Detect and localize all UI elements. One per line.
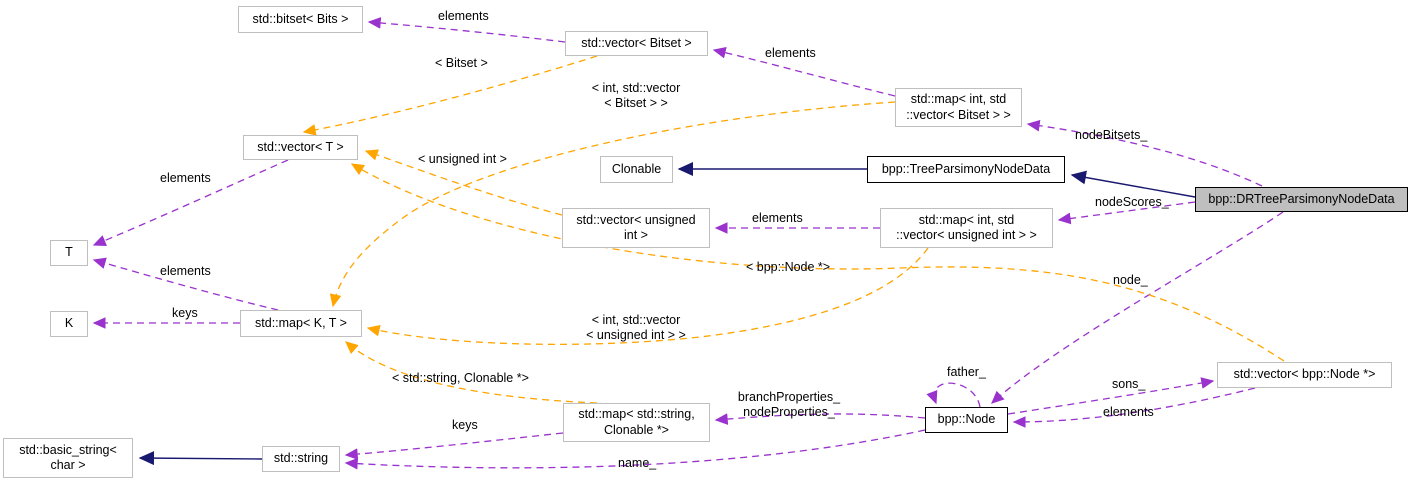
edge-label-nodebitsets: nodeBitsets_ [1075, 128, 1148, 142]
class-box-std-vector-unsigned-int: std::vector< unsigned int > [562, 208, 710, 248]
edge-label-sons: sons_ [1112, 377, 1146, 391]
class-box-std-vector-bitset: std::vector< Bitset > [565, 31, 708, 56]
edge-elements-vector-bitset-to-bitset [367, 17, 566, 43]
edge-elements-vector-t-to-t [92, 159, 289, 246]
edge-label-keys: keys [172, 306, 198, 320]
edge-label-nodescores: nodeScores_ [1095, 195, 1169, 209]
edge-label-elements: elements [1103, 405, 1154, 419]
edge-nodebitsets [1026, 119, 1263, 187]
edge-label-elements: elements [160, 171, 211, 185]
class-box-std-map-string-clonable: std::map< std::string, Clonable *> [563, 403, 710, 442]
edge-label-elements: elements [160, 264, 211, 278]
class-box-std-string: std::string [262, 446, 340, 472]
class-box-bpp-node[interactable]: bpp::Node [925, 407, 1008, 433]
edge-keys-map-string-to-string [344, 432, 564, 460]
edge-label-elements: elements [438, 9, 489, 23]
edge-label-template-int-vector-bitset: < int, std::vector < Bitset > > [591, 81, 681, 110]
class-box-std-vector-bpp-node-ptr: std::vector< bpp::Node *> [1217, 362, 1392, 388]
class-box-tree-parsimony-node-data[interactable]: bpp::TreeParsimonyNodeData [867, 156, 1065, 183]
edge-elements-vector-node-to-node [1012, 387, 1256, 428]
edge-label-name: name_ [618, 456, 657, 470]
edge-label-template-bitset: < Bitset > [435, 56, 488, 70]
edge-elements-map-to-vector-bitset [712, 46, 896, 97]
edge-label-elements: elements [752, 211, 803, 225]
edge-name [344, 429, 926, 470]
edge-label-node: node_ [1113, 273, 1148, 287]
class-box-std-map-int-vector-unsigned-int: std::map< int, std ::vector< unsigned in… [880, 208, 1053, 248]
class-box-k: K [50, 311, 88, 337]
edge-branch-properties [714, 413, 926, 425]
class-box-std-vector-t: std::vector< T > [243, 135, 358, 160]
edge-inherit-string-basicstring [138, 451, 263, 466]
edge-label-elements: elements [765, 46, 816, 60]
edge-sons [1007, 377, 1215, 415]
edge-elements-map-k-t-to-t [92, 257, 279, 311]
edge-template-bitset [302, 55, 598, 136]
edge-inherit-drtree-treeparsimony [1070, 170, 1196, 198]
edge-node-member [991, 211, 1284, 404]
class-box-std-map-int-vector-bitset: std::map< int, std ::vector< Bitset > > [895, 88, 1022, 127]
edge-label-keys: keys [452, 418, 478, 432]
class-box-std-map-k-t: std::map< K, T > [240, 310, 362, 337]
edge-template-unsigned-int [364, 149, 563, 216]
edge-label-father: father_ [947, 365, 986, 379]
class-box-std-basic-string: std::basic_string< char > [3, 438, 133, 478]
edge-father-self-loop [926, 382, 981, 408]
class-box-clonable: Clonable [600, 156, 673, 183]
edge-nodescores [1057, 201, 1196, 225]
edge-template-int-vector-bitset [329, 101, 896, 308]
edge-label-template-int-vector-uint: < int, std::vector < unsigned int > > [586, 313, 686, 342]
edge-label-template-string-clonable: < std::string, Clonable *> [392, 371, 529, 385]
class-box-t: T [50, 240, 88, 266]
edge-label-branch-node-properties: branchProperties_ nodeProperties_ [737, 390, 841, 419]
edge-label-template-unsigned-int: < unsigned int > [418, 152, 507, 166]
class-box-std-bitset: std::bitset< Bits > [238, 6, 363, 33]
edge-label-template-bpp-node: < bpp::Node *> [746, 260, 831, 274]
class-box-dr-tree-parsimony-node-data: bpp::DRTreeParsimonyNodeData [1195, 187, 1408, 212]
